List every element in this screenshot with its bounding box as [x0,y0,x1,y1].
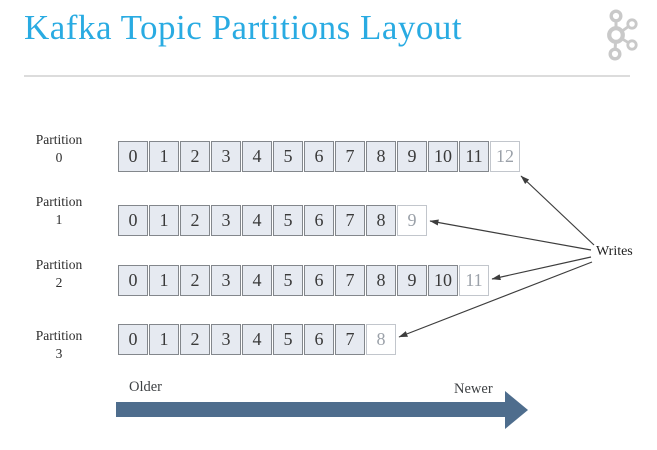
page-title: Kafka Topic Partitions Layout [24,8,463,47]
offset-cell: 3 [211,324,241,355]
offset-cell: 4 [242,324,272,355]
divider [24,75,630,77]
offset-cell: 7 [335,265,365,296]
offset-cell: 7 [335,141,365,172]
writes-label: Writes [596,244,633,259]
offset-cell: 5 [273,324,303,355]
timeline-arrow-head-icon [505,391,528,429]
offset-cell: 5 [273,205,303,236]
timeline-arrow-bar [116,402,505,417]
offset-cell: 6 [304,205,334,236]
offset-cell: 1 [149,265,179,296]
offset-cell: 3 [211,141,241,172]
next-offset-cell: 11 [459,265,489,296]
offset-cell: 10 [428,265,458,296]
offset-cell: 8 [366,265,396,296]
offset-cell: 1 [149,324,179,355]
offset-cell: 0 [118,324,148,355]
offset-cell: 1 [149,141,179,172]
offset-cell: 2 [180,265,210,296]
offset-cell: 3 [211,205,241,236]
newer-label: Newer [454,381,493,397]
offset-cell: 11 [459,141,489,172]
write-arrow-p2 [491,256,592,281]
offset-cell: 9 [397,265,427,296]
offset-cell: 2 [180,324,210,355]
offset-cell: 2 [180,141,210,172]
next-offset-cell: 9 [397,205,427,236]
offset-cell: 2 [180,205,210,236]
offset-cell: 6 [304,141,334,172]
offset-cell: 9 [397,141,427,172]
offset-cell: 5 [273,265,303,296]
kafka-logo-icon [607,9,638,61]
offset-cell: 6 [304,324,334,355]
offset-cell: 10 [428,141,458,172]
next-offset-cell: 12 [490,141,520,172]
write-arrow-p0 [520,175,595,246]
offset-cell: 4 [242,205,272,236]
offset-cell: 6 [304,265,334,296]
offset-cell: 3 [211,265,241,296]
offset-cell: 8 [366,205,396,236]
offset-cell: 7 [335,324,365,355]
offset-cell: 7 [335,205,365,236]
next-offset-cell: 8 [366,324,396,355]
offset-cell: 1 [149,205,179,236]
older-label: Older [129,379,163,395]
offset-cell: 5 [273,141,303,172]
offset-cell: 8 [366,141,396,172]
offset-cell: 0 [118,205,148,236]
offset-cell: 4 [242,141,272,172]
write-arrow-p1 [429,219,592,251]
offset-cell: 0 [118,265,148,296]
offset-cell: 0 [118,141,148,172]
offset-cell: 4 [242,265,272,296]
